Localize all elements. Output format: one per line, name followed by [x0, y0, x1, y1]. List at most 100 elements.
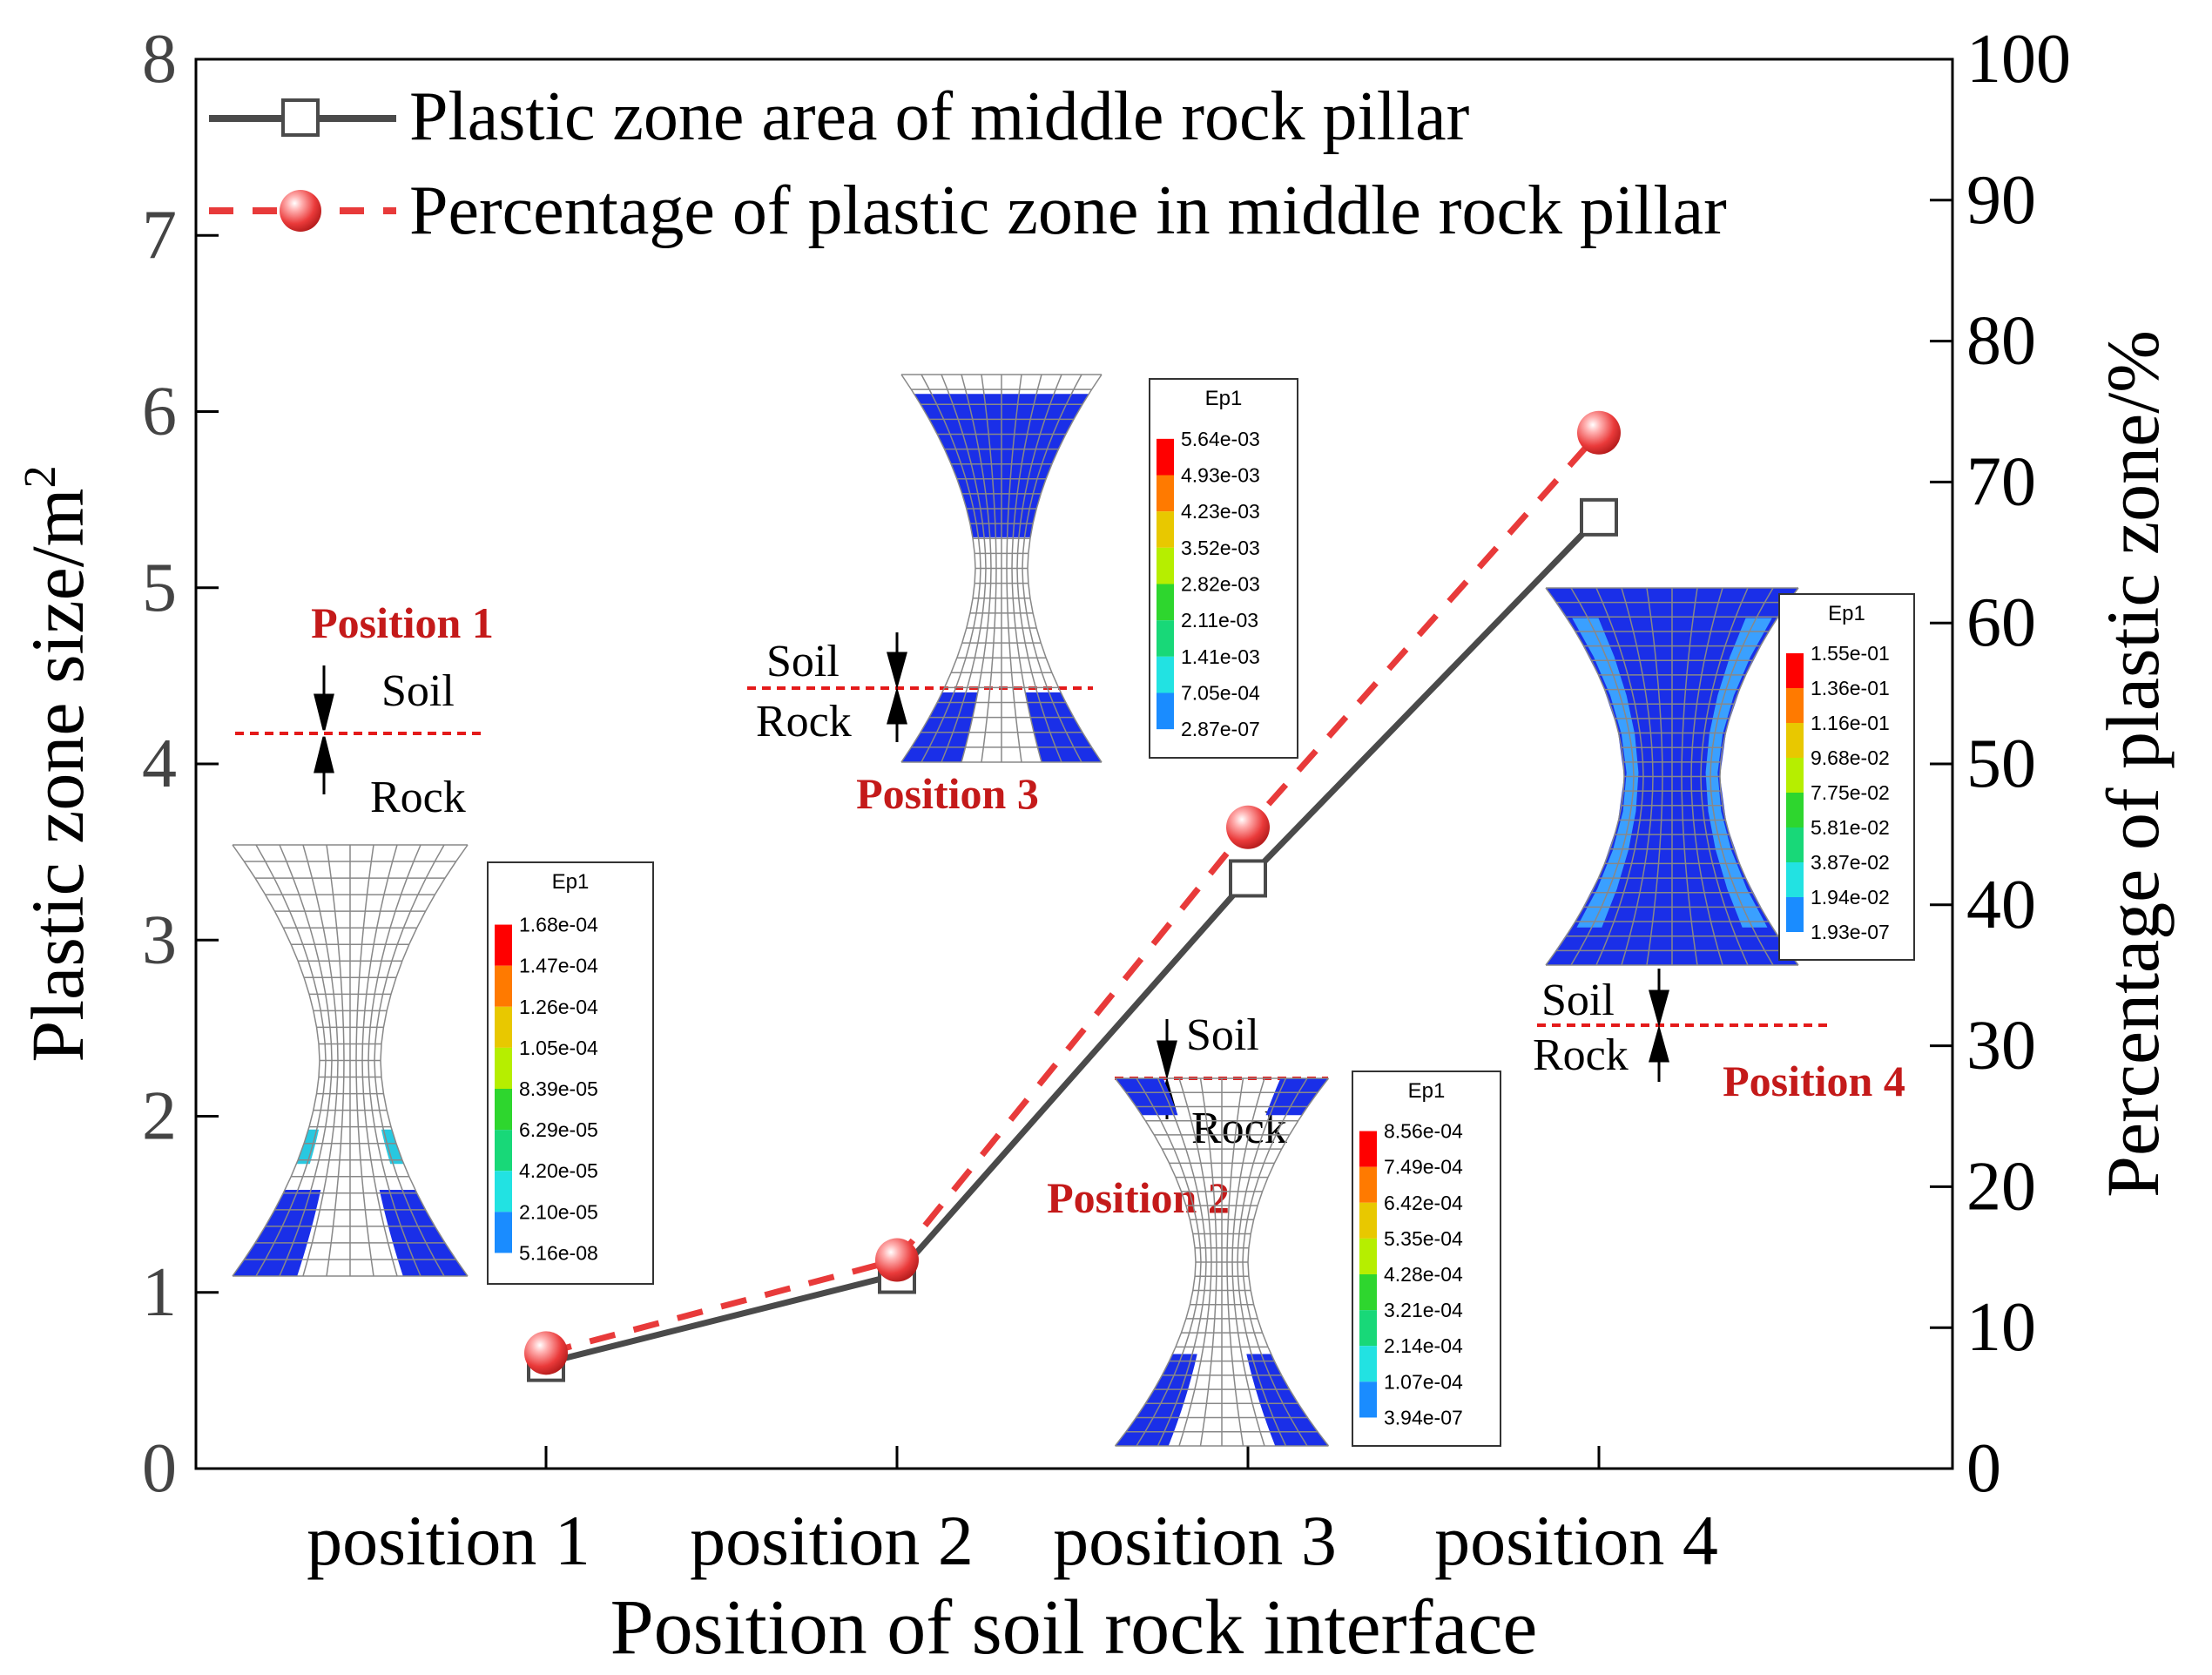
- mesh-line: [1595, 587, 1644, 966]
- mesh-line: [1022, 374, 1082, 763]
- colorbar-frame: [1149, 378, 1298, 759]
- data-point-sphere: [524, 1331, 568, 1375]
- mesh-line: [1011, 374, 1042, 763]
- colorbar-swatch: [1359, 1202, 1377, 1239]
- inset-3-soil: Soil: [766, 637, 840, 686]
- x-label: Position of soil rock interface: [610, 1584, 1538, 1671]
- y-left-tick-label: 1: [142, 1254, 177, 1331]
- mesh-line: [1157, 1077, 1207, 1447]
- mesh-line: [1570, 587, 1635, 966]
- mesh-line: [1231, 1077, 1265, 1447]
- colorbar-value: 7.05e-04: [1181, 682, 1260, 705]
- colorbar-value: 1.55e-01: [1811, 642, 1890, 665]
- inset-3-arrow-up: [887, 686, 907, 742]
- colorbar-value: 1.26e-04: [519, 996, 598, 1018]
- plastic-zone: [233, 1190, 321, 1276]
- data-point-square: [1580, 497, 1618, 537]
- inset-4-arrow-down: [1649, 969, 1669, 1028]
- mesh-line: [1237, 1077, 1287, 1447]
- colorbar-value: 2.87e-07: [1181, 718, 1260, 740]
- colorbar-frame: [1352, 1071, 1501, 1447]
- mesh-line: [900, 374, 976, 763]
- series-layer: [524, 410, 1621, 1382]
- mesh-line: [1199, 1077, 1217, 1447]
- y-right-tick-label: 20: [1966, 1148, 2036, 1225]
- colorbar-swatch: [1786, 688, 1804, 723]
- colorbar-value: 4.23e-03: [1181, 500, 1260, 523]
- colorbar-swatch: [1157, 547, 1174, 584]
- y-left-label: Plastic zone size/m2: [16, 465, 99, 1062]
- inset-4-title: Position 4: [1723, 1057, 1905, 1105]
- mesh-line: [1690, 587, 1723, 966]
- colorbar-value: 3.21e-04: [1384, 1299, 1463, 1321]
- mesh-line: [361, 844, 398, 1277]
- inset-position-2: Position 2 Soil Rock Ep18.56e-047.49e-04…: [1047, 1010, 1501, 1447]
- y-left-label-sup: 2: [16, 465, 65, 488]
- x-tick-label: position 4: [1434, 1501, 1718, 1580]
- pillar-mesh-p3: [900, 374, 1103, 763]
- mesh-line: [1681, 587, 1698, 966]
- y-left-tick-label: 3: [142, 902, 177, 978]
- colorbar-value: 9.68e-02: [1811, 746, 1890, 769]
- legend: Plastic zone area of middle rock pillar …: [209, 78, 1727, 249]
- colorbar-value: 5.35e-04: [1384, 1227, 1463, 1250]
- inset-2-soil: Soil: [1186, 1010, 1259, 1060]
- mesh-line: [232, 844, 320, 1277]
- inset-position-3: Position 3 Soil Rock Ep15.64e-034.93e-03…: [747, 374, 1298, 818]
- colorbar-swatch: [495, 965, 512, 1007]
- y-left-tick-label: 7: [142, 197, 177, 274]
- colorbar-value: 2.82e-03: [1181, 573, 1260, 596]
- mesh-line: [1006, 374, 1022, 763]
- colorbar-value: 8.56e-04: [1384, 1120, 1463, 1143]
- mesh-line: [1719, 587, 1799, 966]
- y-left-tick-label: 0: [142, 1430, 177, 1507]
- plastic-zone: [296, 1129, 320, 1165]
- mesh-line: [326, 844, 345, 1277]
- legend-sphere-marker: [280, 190, 321, 232]
- colorbar-swatch: [495, 1171, 512, 1212]
- mesh-line: [279, 844, 333, 1277]
- pillar-mesh-p2: [1114, 1077, 1330, 1447]
- colorbar-value: 6.29e-05: [519, 1118, 598, 1141]
- mesh-line: [1226, 1077, 1244, 1447]
- plastic-zone: [1672, 588, 1798, 965]
- colorbar-value: 2.11e-03: [1181, 609, 1258, 632]
- legend-label-area: Plastic zone area of middle rock pillar: [409, 78, 1469, 155]
- y-right-tick-label: 60: [1966, 584, 2036, 661]
- legend-square-marker: [281, 98, 320, 137]
- colorbar-value: 1.16e-01: [1811, 712, 1890, 734]
- mesh-line: [941, 374, 987, 763]
- mesh-line: [961, 374, 992, 763]
- y-right-tick-label: 40: [1966, 867, 2036, 943]
- inset-1-arrow-down: [314, 665, 334, 731]
- colorbar-title: Ep1: [1408, 1079, 1446, 1103]
- colorbar-swatch: [495, 1006, 512, 1048]
- y-left-tick-label: 8: [142, 21, 177, 98]
- colorbar-4: Ep11.55e-011.36e-011.16e-019.68e-027.75e…: [1778, 593, 1915, 961]
- y-left-tick-label: 6: [142, 374, 177, 450]
- inset-1-title: Position 1: [311, 598, 494, 647]
- colorbar-value: 1.93e-07: [1811, 921, 1890, 943]
- mesh-line: [1646, 587, 1663, 966]
- colorbar-value: 8.39e-05: [519, 1077, 598, 1100]
- plastic-zone: [381, 1129, 404, 1165]
- inset-3-rock: Rock: [756, 697, 852, 746]
- mesh-line: [380, 844, 469, 1277]
- mesh-line: [1114, 1077, 1197, 1447]
- colorbar-swatch: [1157, 692, 1174, 730]
- colorbar-value: 4.20e-05: [519, 1159, 598, 1182]
- colorbar-value: 4.28e-04: [1384, 1263, 1463, 1286]
- colorbar-value: 3.87e-02: [1811, 851, 1890, 874]
- pillar-mesh-p1: [232, 844, 469, 1277]
- mesh-line: [1178, 1077, 1212, 1447]
- colorbar-value: 1.36e-01: [1811, 677, 1890, 699]
- colorbar-value: 2.10e-05: [519, 1200, 598, 1223]
- colorbar-swatch: [1786, 862, 1804, 897]
- plastic-zone: [1246, 1354, 1329, 1446]
- colorbar-swatch: [1157, 620, 1174, 657]
- colorbar-swatch: [1359, 1131, 1377, 1167]
- colorbar-value: 1.07e-04: [1384, 1370, 1463, 1393]
